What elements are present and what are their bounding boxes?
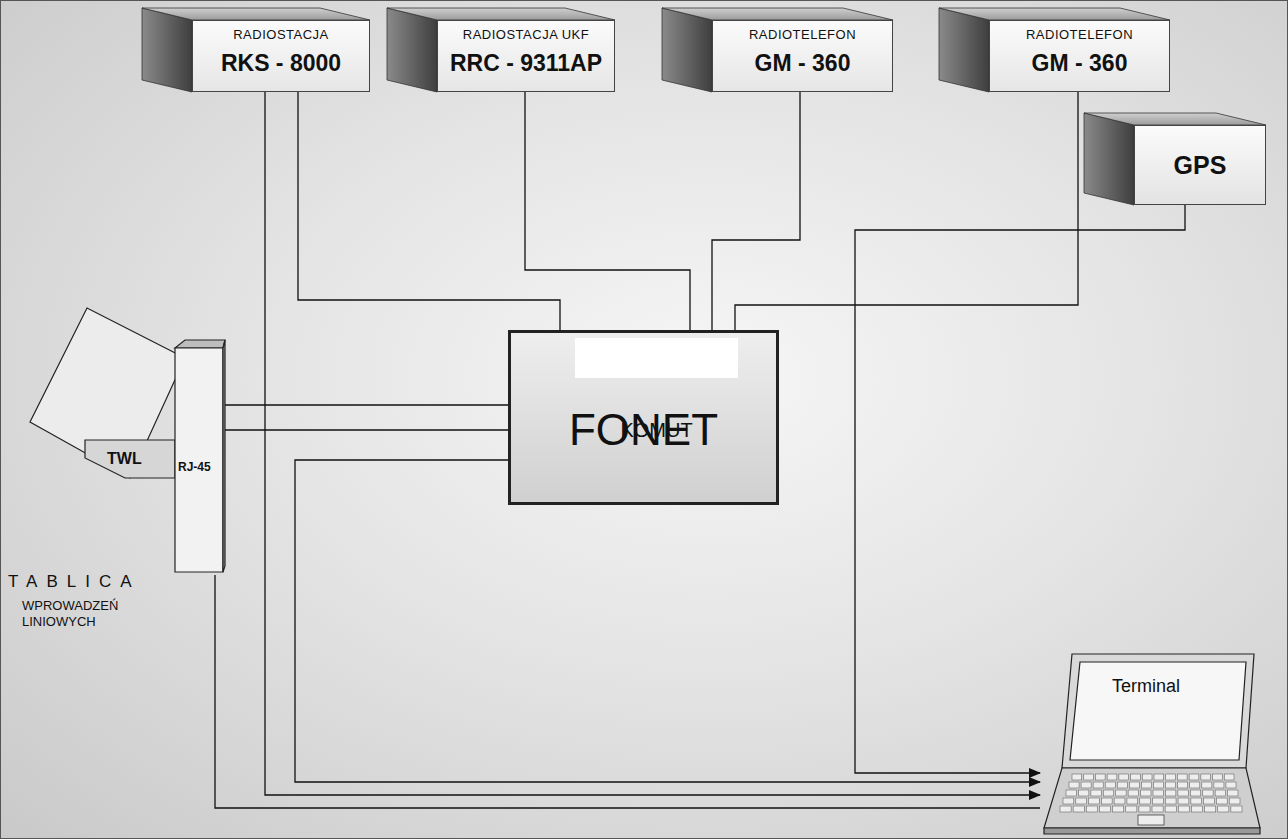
- radio-box: RADIOSTACJA UKF RRC - 9311AP: [437, 20, 615, 92]
- switch-label-box: KOMUT: [575, 338, 738, 378]
- node-label: KOMUT: [575, 410, 738, 450]
- node-sublabel: TABLICA: [8, 572, 141, 592]
- terminal-laptop: Terminal: [1040, 652, 1262, 836]
- node-label: RADIOSTACJA UKF: [438, 27, 614, 42]
- node-sublabel: RJ-45: [178, 460, 211, 474]
- box-top-face: [142, 8, 370, 20]
- node-sublabel: RRC - 9311AP: [438, 50, 614, 77]
- gps-box: GPS: [1134, 125, 1266, 205]
- signal-line: [225, 429, 508, 430]
- box-side-face: [387, 8, 437, 92]
- signal-line: [735, 92, 1078, 330]
- box-top-face: [387, 8, 615, 20]
- radio-box: RADIOTELEFON GM - 360: [989, 20, 1170, 92]
- box-side-face: [142, 8, 192, 92]
- signal-line: [712, 92, 800, 330]
- node-label: GPS: [1135, 126, 1265, 204]
- node-label: Terminal: [1112, 676, 1180, 697]
- node-sublabel: GM - 360: [990, 50, 1169, 77]
- box-side-face: [939, 8, 989, 92]
- twl-outline: [25, 300, 225, 575]
- node-label: RADIOSTACJA: [193, 27, 369, 42]
- signal-line: [525, 92, 690, 330]
- box-top-face: [939, 8, 1170, 20]
- signal-line: [215, 575, 1040, 808]
- signal-line: [265, 92, 1040, 795]
- node-sublabel: RKS - 8000: [193, 50, 369, 77]
- switch-box: FONETKOMUT: [508, 330, 779, 505]
- box-side-face: [1084, 113, 1134, 205]
- signal-line: [295, 460, 1040, 782]
- box-top-face: [1084, 113, 1266, 125]
- signal-line: [225, 404, 508, 405]
- box-top-face: [662, 8, 893, 20]
- node-label: TWL: [107, 450, 142, 468]
- radio-box: RADIOSTACJA RKS - 8000: [192, 20, 370, 92]
- box-side-face: [662, 8, 712, 92]
- signal-line: [298, 92, 560, 330]
- node-label: RADIOTELEFON: [990, 27, 1169, 42]
- line-panel: TWLRJ-45TABLICAWPROWADZEŃ LINIOWYCH: [25, 300, 225, 575]
- node-sublabel: GM - 360: [713, 50, 892, 77]
- node-label: RADIOTELEFON: [713, 27, 892, 42]
- radio-box: RADIOTELEFON GM - 360: [712, 20, 893, 92]
- node-sublabel: WPROWADZEŃ LINIOWYCH: [22, 598, 147, 630]
- signal-line: [855, 205, 1185, 773]
